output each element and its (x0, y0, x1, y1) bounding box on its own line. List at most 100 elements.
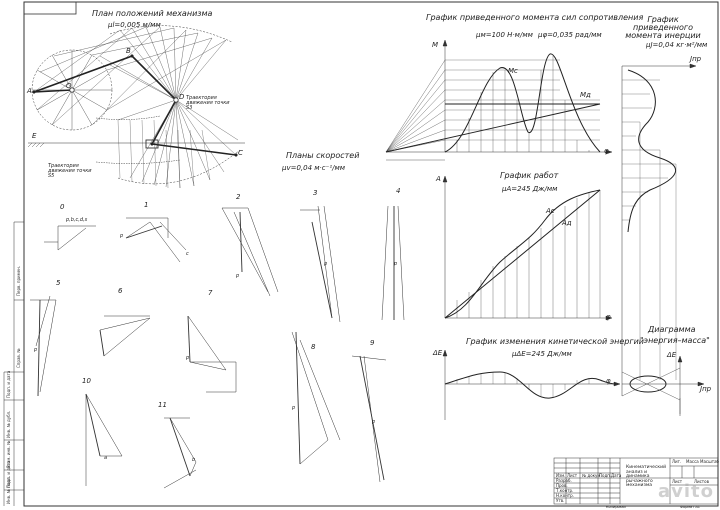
energy-axis-label: ΔE (433, 349, 443, 357)
plan-10-a: a (104, 455, 108, 461)
ground-hatch (27, 142, 45, 148)
speed-plan-2 (221, 207, 279, 297)
inertia-scale: μJ=0,04 кг·м²/мм (646, 41, 708, 49)
title-block-doc-name: Кинематический анализ и динамика рычажно… (626, 465, 666, 488)
mechanism-scale: μl=0,005 м/мм (108, 21, 161, 29)
speed-plan-3 (300, 205, 341, 323)
title-block-list: Лист (567, 473, 578, 478)
slider-block (145, 139, 159, 149)
label-o: O (66, 82, 72, 90)
speed-plan-10 (85, 393, 123, 486)
inertia-title: График приведенного момента инерции (625, 15, 701, 40)
work-scale: μA=245 Дж/мм (502, 185, 558, 193)
plan-0-label: p,b,c,d,s (66, 217, 88, 223)
title-block-prov: Пров. (556, 483, 568, 488)
title-block-nkontr: Н.контр. (556, 493, 574, 498)
plan-11-b: b (192, 457, 196, 463)
moment-title: График приведенного момента сил сопротив… (426, 13, 644, 22)
rocker-fan (33, 26, 239, 189)
title-block-data: Дата (611, 473, 622, 478)
ad-label: Aд (562, 219, 572, 227)
plan-5-p: p (34, 347, 38, 353)
label-c: C (238, 149, 243, 157)
title-block-lit: Лит. (672, 459, 682, 464)
speed-plan-9 (351, 355, 387, 483)
work-axis-label: A (436, 175, 441, 183)
title-block-scale: Масштаб (700, 459, 720, 464)
energy-mass-axis-label: ΔE (667, 351, 677, 359)
trajectory-points (117, 119, 211, 189)
plan-number-10: 10 (82, 377, 91, 385)
speed-plan-5 (30, 295, 57, 397)
plan-2-p: p (236, 273, 240, 279)
moment-axis-label: M (432, 41, 439, 49)
energy-scale: μΔE=245 Дж/мм (512, 350, 572, 358)
title-block-sheet: Лист (672, 479, 683, 484)
mechanism-plan (27, 25, 245, 189)
inertia-axis-label: Jпр (690, 55, 702, 63)
energy-mass-title: Диаграмма (648, 325, 696, 334)
energy-mass-loop (629, 375, 667, 393)
md-label: Mд (580, 91, 591, 99)
plan-7-p: p (186, 355, 190, 361)
j-curve (627, 69, 677, 233)
energy-title: График изменения кинетической энергии (466, 337, 644, 346)
plan-number-7: 7 (208, 289, 213, 297)
plan-number-5: 5 (56, 279, 61, 287)
plan-number-6: 6 (118, 287, 123, 295)
ac-curve (444, 189, 601, 319)
crank-positions (32, 50, 112, 130)
moment-phi-label: φ (604, 147, 609, 155)
corner-tab (23, 1, 77, 15)
plan-4-p: p (394, 261, 398, 267)
side-label-inv-dubl: Инв. № дубл. (6, 410, 11, 438)
moment-graph (385, 39, 613, 161)
title-block-tkontr: Т.контр. (556, 488, 574, 493)
moment-hgrid (445, 59, 600, 141)
speed-plan-7 (187, 315, 237, 393)
plan-number-4: 4 (396, 187, 401, 195)
plan-number-1: 1 (144, 201, 149, 209)
mc-curve (444, 53, 601, 153)
sheet-frame (23, 1, 719, 507)
plan-8-p: p (292, 405, 296, 411)
pivot-d (173, 97, 179, 103)
inertia-graph (621, 63, 697, 396)
inertia-hgrid (622, 79, 676, 221)
title-block-razrab: Разраб. (556, 478, 572, 483)
plan-number-11: 11 (158, 401, 167, 409)
label-e: E (32, 132, 37, 140)
plan-3-p: p (324, 261, 328, 267)
side-label-podp-1: Подп. и дата (6, 370, 11, 398)
speeds-title: Планы скоростей (286, 151, 360, 160)
plan-9-p: p (372, 419, 376, 425)
energy-mass-j-label: Jпр (700, 385, 712, 393)
watermark: avito (657, 481, 714, 502)
title-block-sheets: Листов (694, 479, 709, 484)
title-block-copied: Копировал (606, 505, 626, 509)
work-graph (442, 175, 613, 321)
speed-plans (30, 205, 405, 489)
main-linkage (33, 55, 237, 156)
side-label-sprav: Справ. № (16, 348, 21, 368)
point-b-arc (109, 25, 233, 43)
side-label-perv: Перв. примен. (16, 265, 21, 296)
speed-plan-4 (381, 205, 405, 321)
speed-plan-8 (291, 331, 341, 465)
energy-graph (442, 349, 621, 420)
de-curve (444, 371, 617, 399)
speed-plan-11 (163, 417, 197, 489)
plan-number-9: 9 (370, 339, 375, 347)
work-ordinates (456, 190, 601, 318)
side-label-inv-podl: Инв. № подл. (6, 476, 11, 504)
trajectory-s5-label: Траектория движения точки S5 (48, 163, 92, 179)
title-block-mass: Масса (686, 459, 699, 464)
ad-line (444, 189, 601, 319)
speed-plan-1 (125, 217, 187, 263)
energy-mass-diagram (621, 355, 705, 416)
plan-number-2: 2 (236, 193, 241, 201)
mechanism-title: План положений механизма (92, 9, 213, 18)
speeds-scale: μv=0,04 м·с⁻¹/мм (282, 164, 346, 172)
moment-scale-1: μм=100 Н·м/мм (476, 31, 533, 39)
pivot-o (69, 87, 75, 93)
